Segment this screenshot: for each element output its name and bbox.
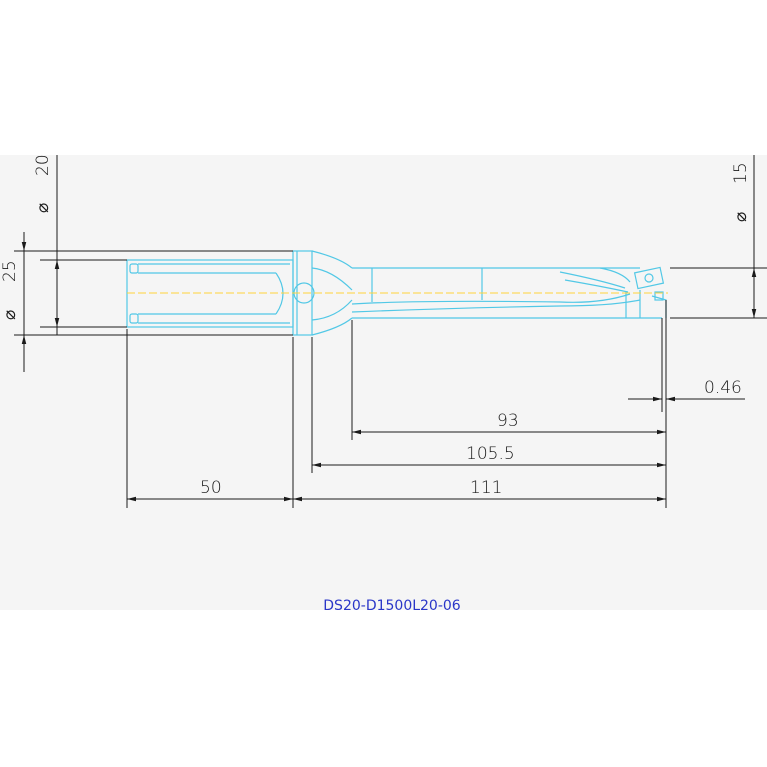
tool-neck (311, 250, 353, 336)
tool-flute-body (351, 267, 641, 319)
length-extension-lines (126, 320, 667, 508)
shank-dia-symbol: ⌀ (33, 203, 53, 213)
flute-length-value: 93 (497, 411, 519, 431)
tip-offset-dimension (628, 300, 745, 412)
flange-dia-value: 25 (0, 260, 20, 282)
drill-dia-value: 15 (731, 162, 751, 184)
shank-dia-value: 20 (33, 154, 53, 176)
tip-offset-value: 0.46 (704, 378, 742, 398)
shank-diameter-dimension (40, 155, 127, 335)
tool-tip-insert (599, 266, 667, 319)
drill-diameter-dimension (670, 155, 767, 319)
flange-dia-symbol: ⌀ (0, 310, 20, 320)
drill-tool (126, 250, 667, 336)
overall-length-value: 111 (470, 478, 502, 498)
body-length-value: 105.5 (466, 444, 515, 464)
shank-length-value: 50 (200, 478, 222, 498)
tool-shank (126, 259, 315, 328)
drawing-sheet (0, 155, 767, 610)
part-number-caption: DS20-D1500L20-06 (323, 598, 461, 614)
drill-dia-symbol: ⌀ (731, 212, 751, 222)
flange-diameter-dimension (14, 232, 293, 372)
